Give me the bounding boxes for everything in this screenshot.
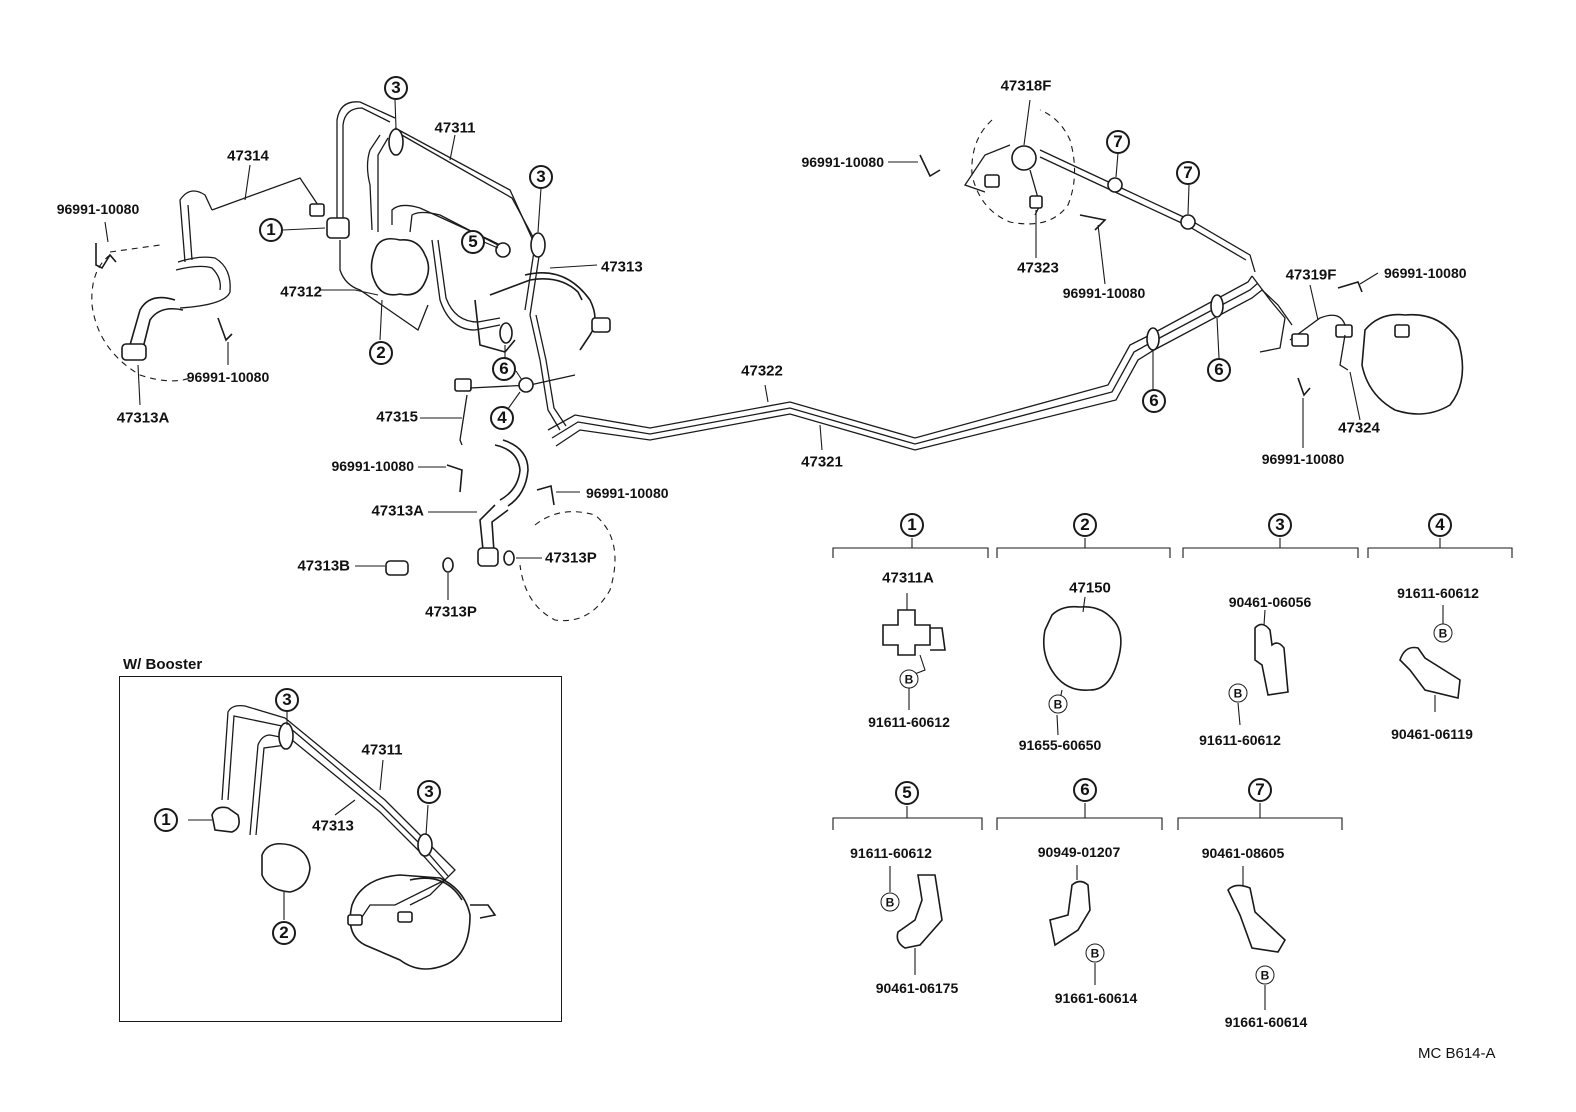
label-96991-mid-b: 96991-10080 — [586, 485, 669, 501]
bolt-mark-4: B — [1433, 623, 1453, 643]
detail-7-part-b: 91661-60614 — [1224, 1014, 1308, 1030]
detail-7-part-a: 90461-08605 — [1201, 845, 1285, 861]
label-47313B: 47313B — [297, 557, 350, 575]
leader-lines — [104, 99, 1379, 600]
label-96991-right-top: 96991-10080 — [801, 154, 884, 170]
bolt-mark-3: B — [1228, 683, 1248, 703]
detail-3-part-a: 90461-06056 — [1228, 594, 1312, 610]
label-47314: 47314 — [227, 147, 269, 165]
detail-4-part-a: 91611-60612 — [1397, 585, 1479, 601]
callout-6-mid: 6 — [1142, 389, 1166, 413]
booster-callout-3-top: 3 — [275, 688, 299, 712]
label-47313A-left: 47313A — [116, 409, 170, 427]
callout-5: 5 — [461, 230, 485, 254]
label-47313P-b: 47313P — [545, 549, 597, 567]
callout-2: 2 — [369, 341, 393, 365]
detail-6-part-b: 91661-60614 — [1054, 990, 1138, 1006]
detail-1-part-b: 91611-60612 — [868, 714, 950, 730]
detail-brackets — [832, 538, 1513, 830]
rear-main-pipes — [547, 275, 1346, 451]
detail-2-part-a: 47150 — [1069, 579, 1111, 597]
detail-header-5: 5 — [895, 781, 919, 805]
booster-inset-frame — [119, 676, 562, 1022]
label-47322: 47322 — [741, 362, 783, 380]
callout-4: 4 — [490, 406, 514, 430]
detail-6-part-a: 90949-01207 — [1037, 844, 1121, 860]
right-upper-brake-assembly — [963, 109, 1256, 273]
callout-3-right: 3 — [529, 165, 553, 189]
booster-label-47311: 47311 — [361, 741, 403, 759]
callout-6-right: 6 — [1207, 358, 1231, 382]
callout-7-a: 7 — [1106, 130, 1130, 154]
label-47313P-a: 47313P — [425, 603, 477, 621]
detail-header-6: 6 — [1073, 778, 1097, 802]
label-47318F: 47318F — [1000, 77, 1052, 95]
detail-header-3: 3 — [1268, 513, 1292, 537]
label-47324: 47324 — [1338, 419, 1380, 437]
callout-1: 1 — [259, 218, 283, 242]
clips — [95, 154, 1363, 506]
detail-header-2: 2 — [1073, 513, 1097, 537]
detail-1-part-a: 47311A — [882, 569, 934, 587]
detail-header-4: 4 — [1428, 513, 1452, 537]
label-96991-right-b: 96991-10080 — [1261, 451, 1345, 467]
bolt-mark-6: B — [1085, 943, 1105, 963]
booster-inset-drawing — [188, 704, 497, 970]
detail-2-part-b: 91655-60650 — [1018, 737, 1102, 753]
callout-3-top: 3 — [384, 76, 408, 100]
booster-label-47313: 47313 — [312, 817, 354, 835]
bolt-mark-2: B — [1048, 694, 1068, 714]
rear-hose-area — [385, 314, 616, 622]
booster-callout-3-right: 3 — [417, 780, 441, 804]
detail-header-7: 7 — [1248, 778, 1272, 802]
label-47312: 47312 — [280, 283, 322, 301]
bolt-mark-7: B — [1255, 965, 1275, 985]
right-lower-brake-assembly — [1291, 313, 1464, 415]
label-96991-right-a: 96991-10080 — [1384, 265, 1467, 281]
booster-inset-title: W/ Booster — [123, 656, 203, 673]
detail-4-part-b: 90461-06119 — [1391, 726, 1473, 742]
label-47315: 47315 — [376, 408, 418, 426]
detail-5-part-b: 90461-06175 — [875, 980, 959, 996]
label-47319F: 47319F — [1285, 266, 1337, 284]
label-96991-left-top: 96991-10080 — [56, 201, 140, 217]
detail-5-part-a: 91611-60612 — [850, 845, 932, 861]
callout-7-b: 7 — [1176, 161, 1200, 185]
left-front-brake-assembly — [91, 177, 325, 382]
label-47313A-mid: 47313A — [371, 502, 424, 520]
label-96991-right-mid: 96991-10080 — [1062, 285, 1146, 301]
detail-parts — [882, 593, 1461, 1010]
label-96991-left-bottom: 96991-10080 — [186, 369, 270, 385]
booster-callout-1: 1 — [154, 808, 178, 832]
detail-header-1: 1 — [900, 513, 924, 537]
valve-cluster — [326, 101, 611, 353]
detail-3-part-b: 91611-60612 — [1199, 732, 1281, 748]
bolt-mark-5: B — [880, 892, 900, 912]
label-47321: 47321 — [801, 453, 843, 471]
label-47313: 47313 — [601, 258, 643, 276]
callout-6-left: 6 — [492, 357, 516, 381]
bolt-mark-1: B — [899, 669, 919, 689]
drawing-code: MC B614-A — [1418, 1045, 1496, 1062]
label-96991-mid-a: 96991-10080 — [331, 458, 414, 474]
label-47311: 47311 — [434, 119, 476, 137]
label-47323: 47323 — [1017, 259, 1059, 277]
booster-callout-2: 2 — [272, 921, 296, 945]
